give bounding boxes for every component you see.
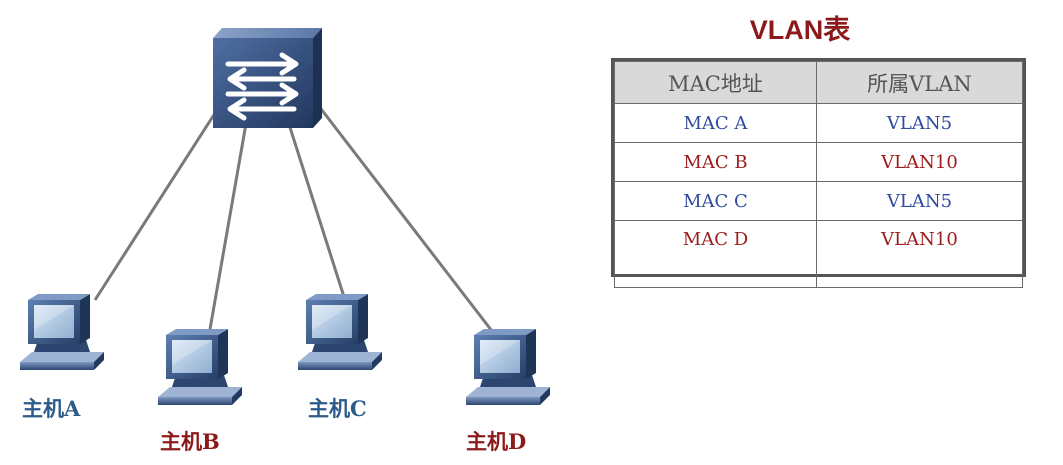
link-c (285, 117, 347, 301)
vlan-table-title: VLAN表 (749, 15, 851, 45)
computer-icon-c (298, 294, 382, 370)
computer-icon-d (466, 329, 550, 405)
table-row: MAC C VLAN5 (614, 181, 1024, 221)
header-mac: MAC地址 (614, 61, 817, 104)
host-label-d: 主机D (466, 429, 527, 454)
table-row: MAC D VLAN10 (614, 220, 1024, 288)
table-header-row: MAC地址 所属VLAN (614, 61, 1024, 104)
cell-vlan: VLAN10 (815, 142, 1024, 182)
network-topology (20, 28, 550, 405)
link-a (93, 109, 219, 301)
computer-icon-b (158, 329, 242, 405)
cell-mac: MAC B (614, 142, 817, 182)
link-b (207, 117, 249, 336)
link-d (316, 104, 497, 336)
host-label-a: 主机A (22, 396, 81, 421)
cell-vlan: VLAN10 (815, 220, 1024, 288)
table-row: MAC A VLAN5 (614, 103, 1024, 143)
header-vlan: 所属VLAN (815, 61, 1024, 104)
computer-icon-a (20, 294, 104, 370)
host-label-b: 主机B (160, 429, 220, 454)
switch-icon (213, 28, 322, 128)
host-label-c: 主机C (308, 396, 367, 421)
cell-mac: MAC A (614, 103, 817, 143)
cell-vlan: VLAN5 (815, 181, 1024, 221)
cell-vlan: VLAN5 (815, 103, 1024, 143)
cell-mac: MAC C (614, 181, 817, 221)
table-row: MAC B VLAN10 (614, 142, 1024, 182)
cell-mac: MAC D (614, 220, 817, 288)
vlan-table: MAC地址 所属VLAN MAC A VLAN5 MAC B VLAN10 MA… (611, 58, 1026, 288)
network-links (93, 104, 497, 336)
